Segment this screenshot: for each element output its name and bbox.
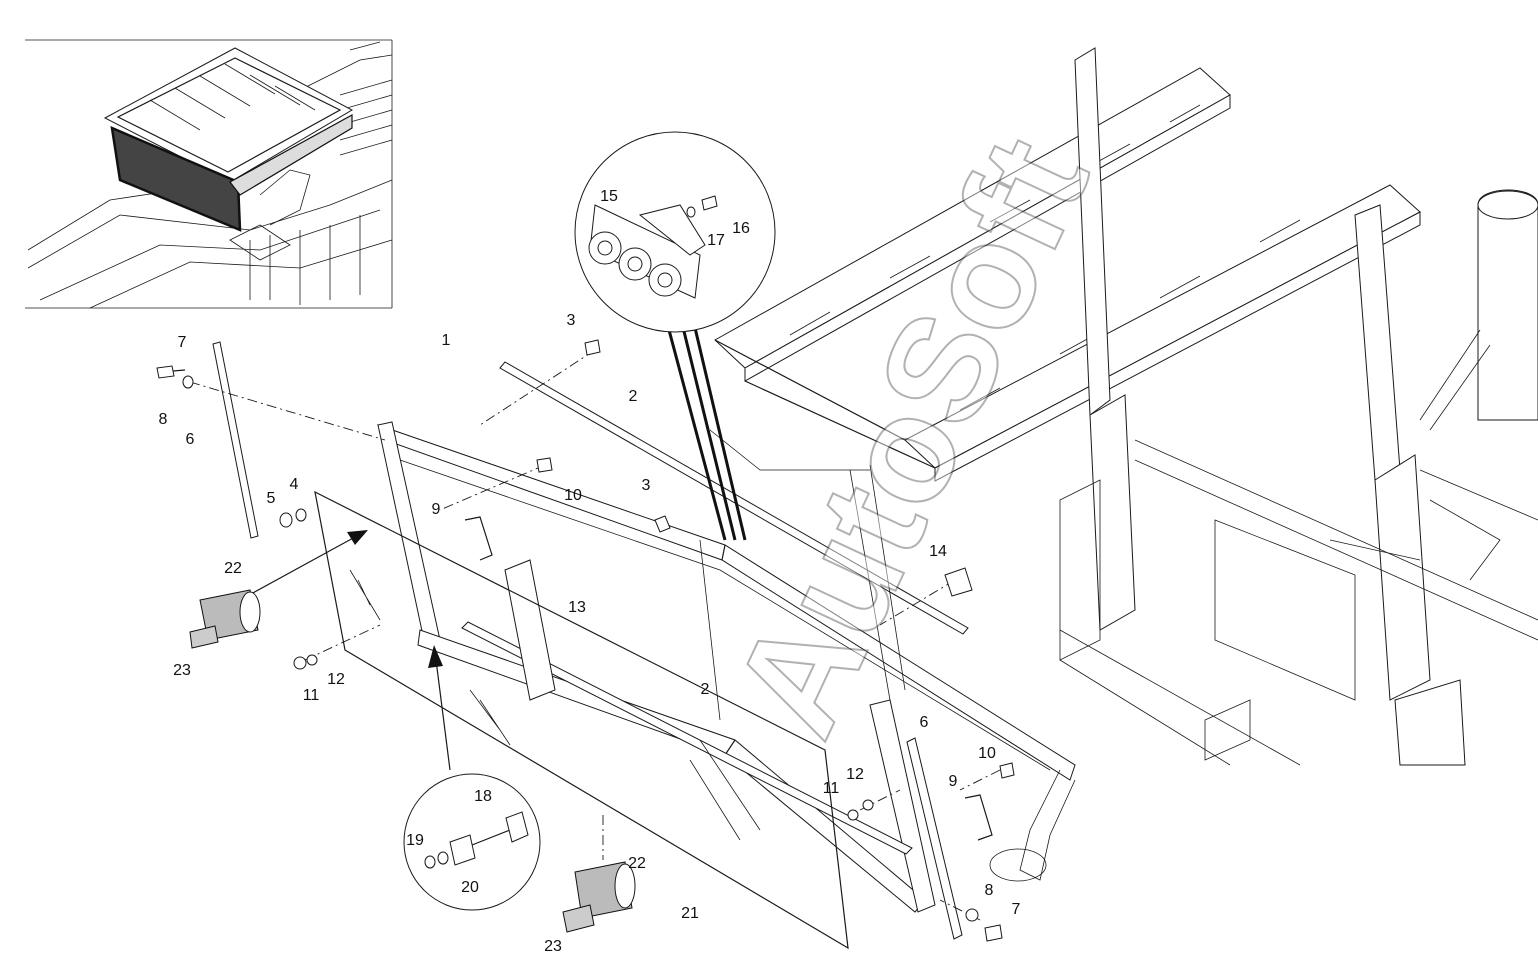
overview-inset [25, 39, 393, 309]
callout-9: 9 [432, 501, 441, 518]
callout-19: 19 [406, 832, 424, 849]
callout-12: 12 [846, 766, 864, 783]
glass-panel [314, 490, 849, 950]
callout-20: 20 [461, 879, 479, 896]
callout-13: 13 [568, 599, 586, 616]
callout-12: 12 [327, 671, 345, 688]
callout-23: 23 [544, 938, 562, 955]
callout-6: 6 [186, 431, 195, 448]
callout-23: 23 [173, 662, 191, 679]
callout-16: 16 [732, 220, 750, 237]
callout-9: 9 [949, 773, 958, 790]
callout-2: 2 [629, 388, 638, 405]
callout-18: 18 [474, 788, 492, 805]
main-frame [714, 47, 1538, 766]
callout-3: 3 [642, 477, 651, 494]
callout-4: 4 [290, 476, 299, 493]
callout-2: 2 [701, 681, 710, 698]
callout-22: 22 [224, 560, 242, 577]
callout-11: 11 [303, 687, 320, 704]
callout-8: 8 [159, 411, 168, 428]
callout-14: 14 [929, 543, 947, 560]
callout-10: 10 [978, 745, 996, 762]
detail-circle-fastener [403, 773, 541, 911]
callout-labels: 1223345667788991010111112121314151617181… [159, 188, 1021, 955]
callout-15: 15 [600, 188, 618, 205]
callout-7: 7 [178, 334, 187, 351]
detail-circle-rollers [574, 131, 776, 333]
callout-8: 8 [985, 882, 994, 899]
callout-7: 7 [1012, 901, 1021, 918]
callout-3: 3 [567, 312, 576, 329]
callout-22: 22 [628, 855, 646, 872]
callout-17: 17 [707, 232, 725, 249]
hardware-parts [156, 339, 1015, 942]
callout-1: 1 [442, 332, 451, 349]
callout-5: 5 [267, 490, 276, 507]
callout-6: 6 [920, 714, 929, 731]
callout-21: 21 [681, 905, 699, 922]
callout-11: 11 [823, 780, 840, 797]
callout-10: 10 [564, 487, 582, 504]
